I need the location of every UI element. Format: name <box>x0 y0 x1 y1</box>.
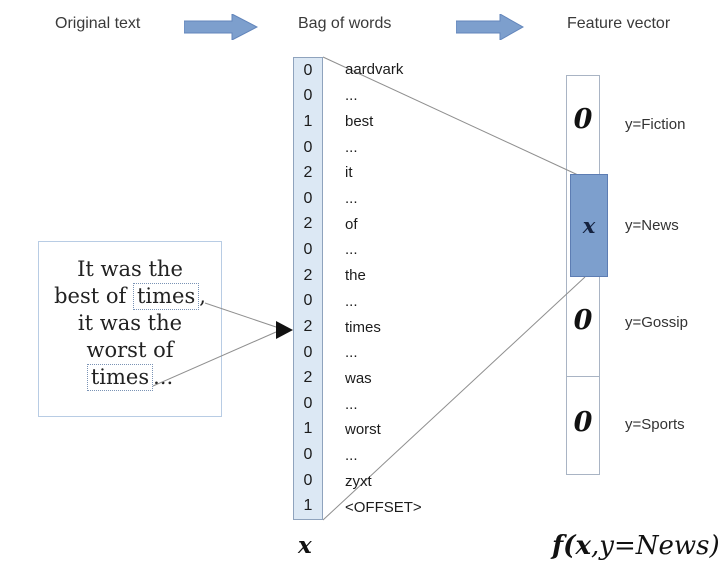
count-cell: 2 <box>303 215 313 233</box>
vocab-word: best <box>345 112 374 130</box>
count-cell: 0 <box>303 471 313 489</box>
feature-function-label: f(x,y=News) <box>552 531 720 561</box>
vocab-word: was <box>345 369 372 387</box>
vocab-word: aardvark <box>345 61 404 79</box>
count-cell: 2 <box>303 266 313 284</box>
vocab-word: ... <box>345 241 358 259</box>
vocab-word: it <box>345 164 353 182</box>
feature-vector-label: Feature vector <box>567 15 671 32</box>
fv-fiction-label: y=Fiction <box>625 116 686 133</box>
vocab-word: ... <box>345 447 358 465</box>
vocab-word: zyxt <box>345 472 372 490</box>
count-cell: 0 <box>303 87 313 105</box>
count-cell: 0 <box>303 292 313 310</box>
count-cell: 0 <box>303 445 313 463</box>
arrowhead-icon <box>276 321 293 339</box>
vocab-word: ... <box>345 138 358 156</box>
vocab-word: of <box>345 215 358 233</box>
segment-divider <box>566 376 600 377</box>
count-cell: 0 <box>303 394 313 412</box>
count-cell: 1 <box>303 113 313 131</box>
quote-line: it was the <box>77 311 183 335</box>
flow-arrow-icon <box>184 14 258 40</box>
vocab-word: ... <box>345 344 358 362</box>
fv-gossip-label: y=Gossip <box>625 314 688 331</box>
fv-gossip-value: 0 <box>573 305 593 336</box>
count-cell: 0 <box>303 138 313 156</box>
quote-line: best of times, <box>54 283 206 310</box>
fv-news-value: x <box>582 213 596 238</box>
original-text-label: Original text <box>55 15 141 32</box>
vocab-word: times <box>345 318 381 336</box>
count-cell: 0 <box>303 343 313 361</box>
count-cell: 2 <box>303 317 313 335</box>
fv-news-label: y=News <box>625 217 679 234</box>
vocab-word: ... <box>345 189 358 207</box>
quote-line: worst of <box>86 338 174 362</box>
fv-news-block: x <box>570 174 608 277</box>
quote-line: It was the <box>77 257 183 281</box>
fv-fiction-value: 0 <box>573 104 593 135</box>
count-cell: 1 <box>303 497 313 515</box>
quote-line: times... <box>39 364 221 391</box>
count-cell: 0 <box>303 61 313 79</box>
bag-of-words-label: Bag of words <box>298 15 392 32</box>
bag-of-words-vector: 0 0 1 0 2 0 2 0 2 0 2 0 2 0 1 0 0 1 <box>293 57 323 520</box>
vocab-word: the <box>345 267 366 285</box>
original-text-box: It was the best of times, it was the wor… <box>38 241 222 417</box>
count-cell: 1 <box>303 420 313 438</box>
flow-arrow-icon <box>456 14 524 40</box>
vocab-word: ... <box>345 395 358 413</box>
count-cell: 2 <box>303 369 313 387</box>
count-cell: 0 <box>303 241 313 259</box>
x-vector-label: x <box>298 532 312 559</box>
vocab-word: <OFFSET> <box>345 498 422 516</box>
vocab-word: ... <box>345 292 358 310</box>
vocabulary-list: aardvark ... best ... it ... of ... the … <box>345 57 505 520</box>
highlighted-word-times: times <box>86 364 154 391</box>
vocab-word: worst <box>345 421 381 439</box>
fv-sports-value: 0 <box>573 407 593 438</box>
highlighted-word-times: times <box>132 283 200 310</box>
vocab-word: ... <box>345 87 358 105</box>
count-cell: 2 <box>303 164 313 182</box>
fv-sports-label: y=Sports <box>625 416 685 433</box>
count-cell: 0 <box>303 189 313 207</box>
